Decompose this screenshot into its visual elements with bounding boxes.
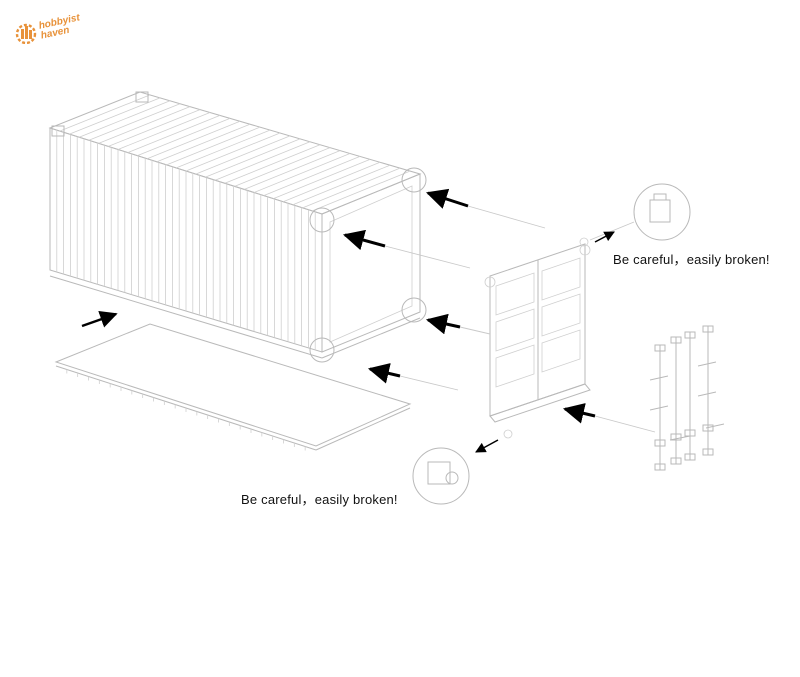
detail-callout-top xyxy=(579,183,691,247)
fragile-warning-top: Be careful，easily broken! xyxy=(613,252,770,267)
locking-rod-set xyxy=(649,325,725,471)
container-body xyxy=(48,91,427,363)
door-assembly xyxy=(484,243,591,423)
brand-logo xyxy=(14,20,84,50)
floor-panel xyxy=(54,323,412,451)
assembly-arrows xyxy=(81,188,656,453)
gear-building-icon xyxy=(15,23,37,45)
detail-callout-bottom xyxy=(412,429,513,505)
fragile-warning-bottom: Be careful，easily broken! xyxy=(241,492,398,507)
